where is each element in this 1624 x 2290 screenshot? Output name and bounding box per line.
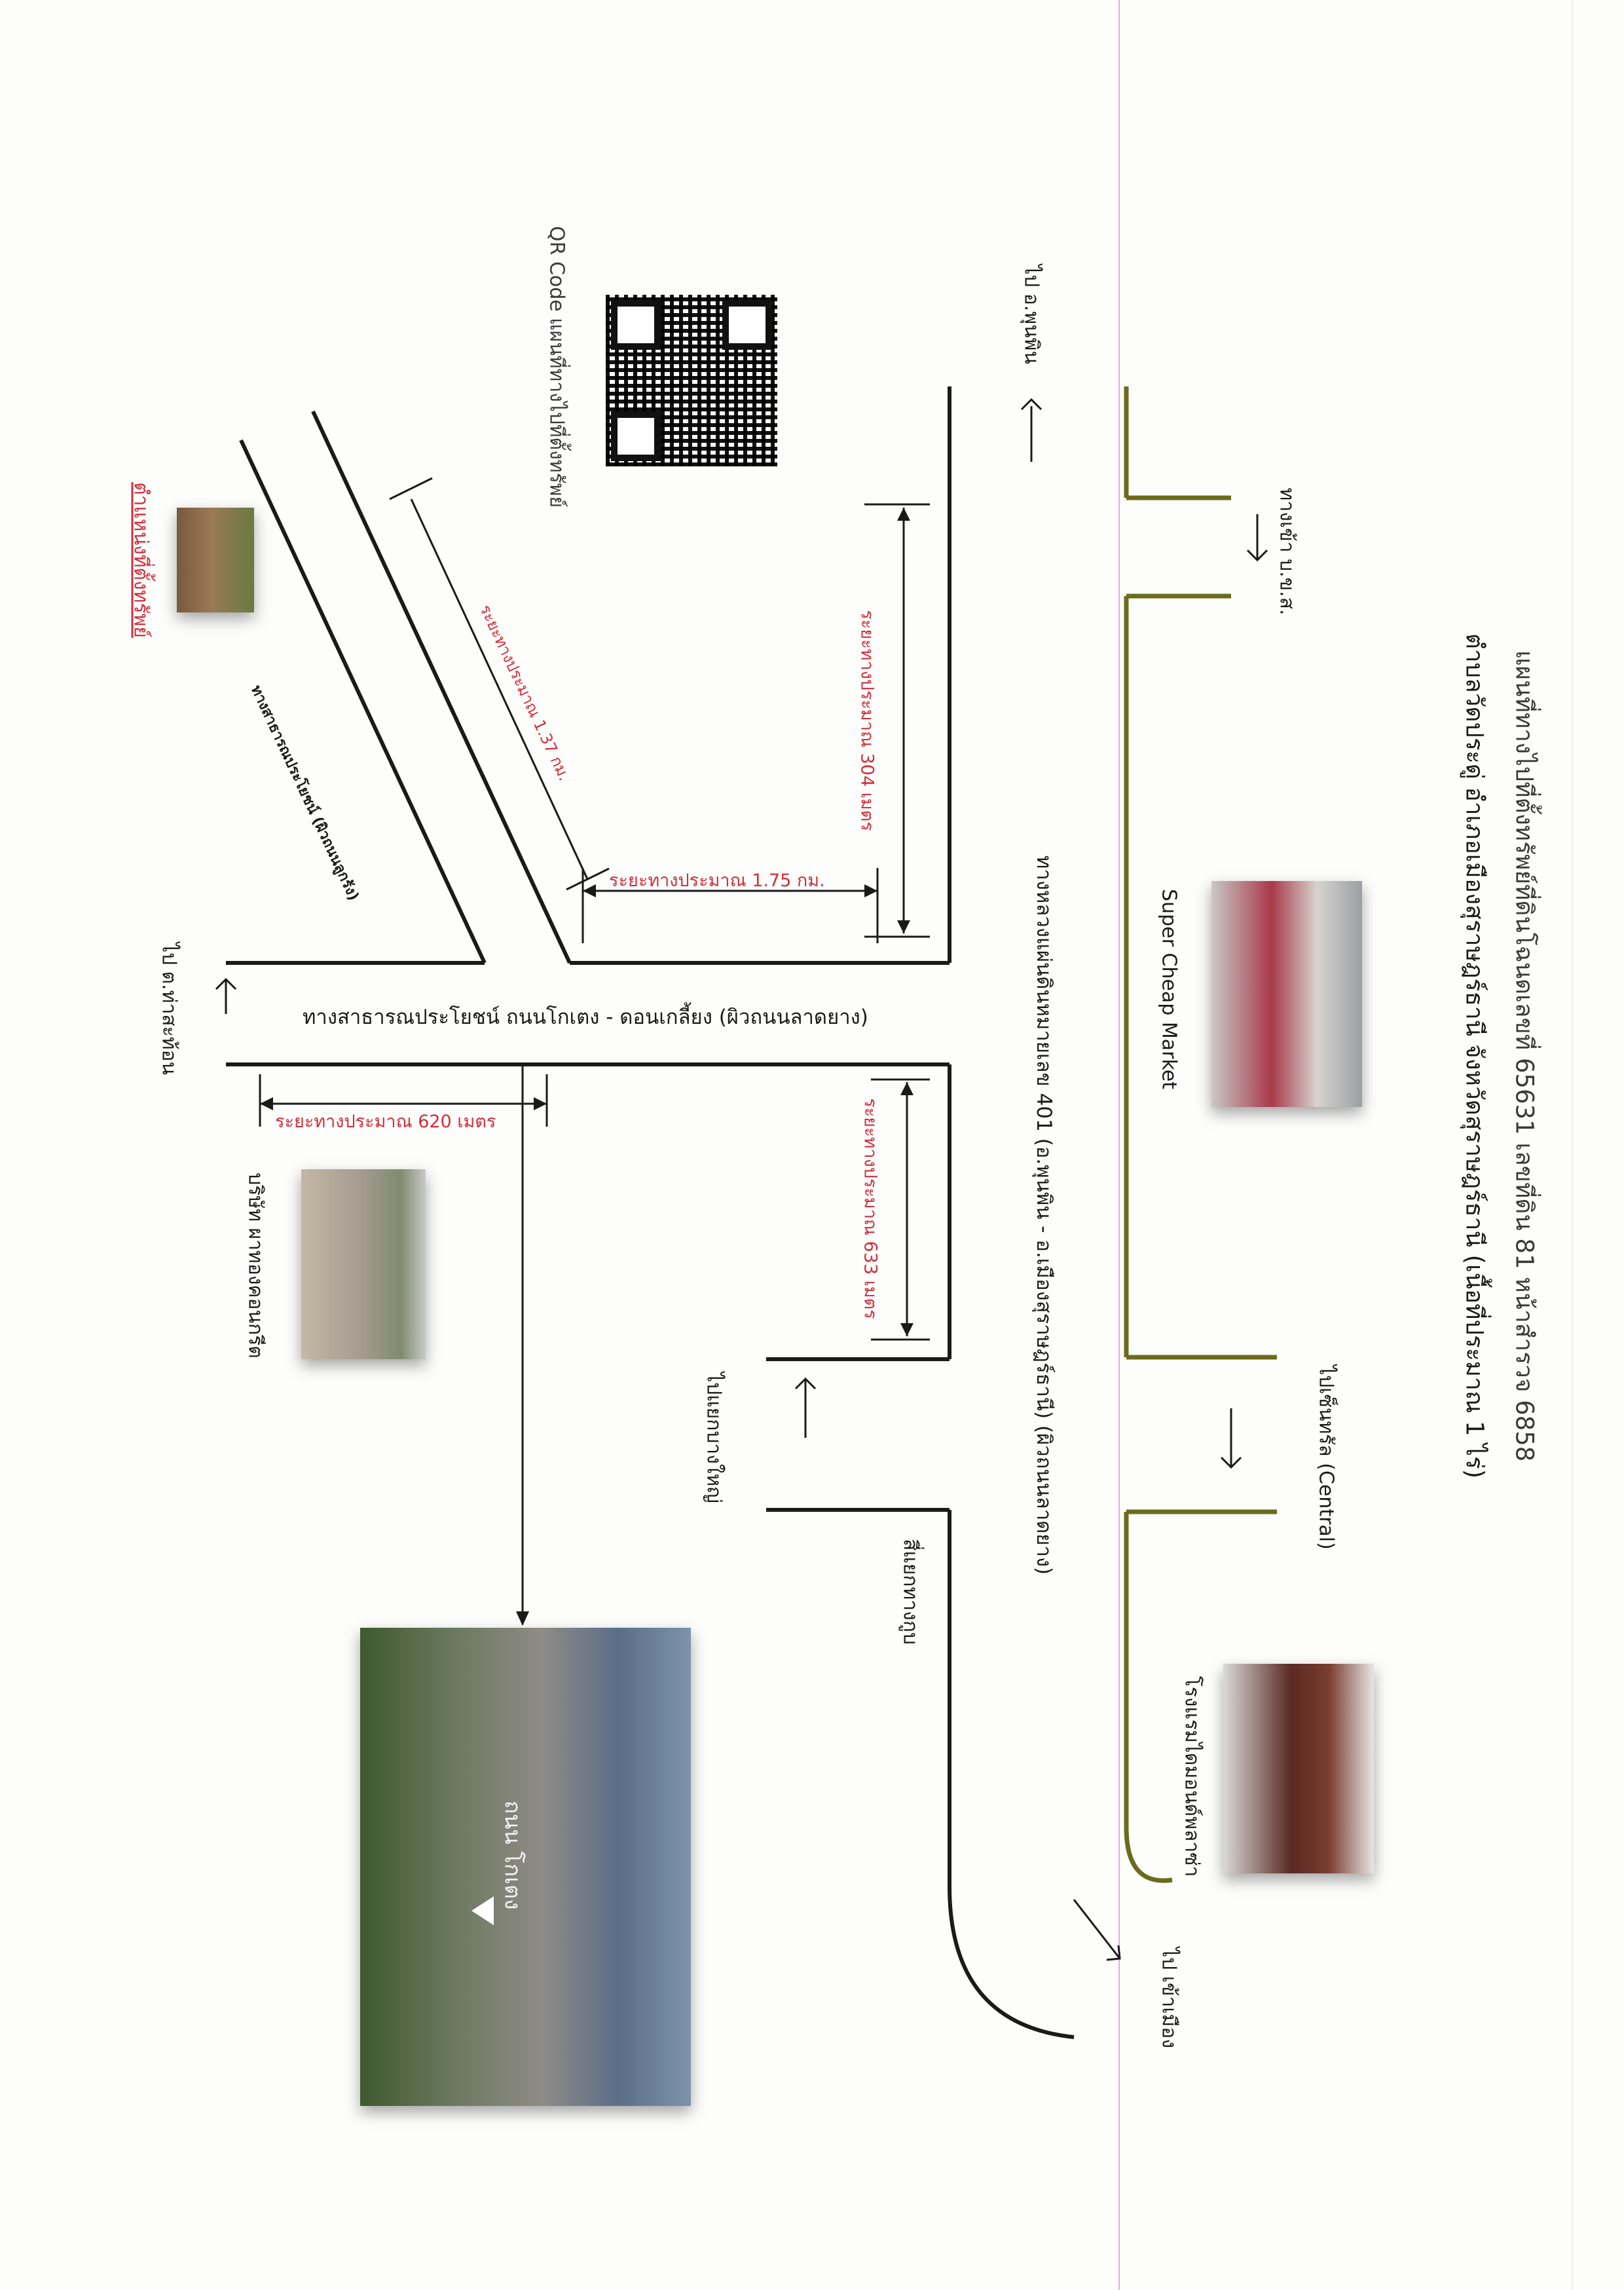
label-entrance: ทางเข้า บ.ข.ส. [1275,487,1299,616]
distance-304: ระยะทางประมาณ 304 เมตร [857,610,877,831]
label-diamond-hotel: โรงแรมไดมอนด์พลาซ่า [1180,1676,1204,1877]
diamond-hotel-photo [1223,1664,1374,1873]
label-public-road-kotaeng: ทางสาธารณประโยชน์ ถนนโกเตง - ดอนเกลี้ยง … [303,1005,868,1029]
label-to-city: ไป เข้าเมือง [1157,1947,1181,2048]
label-company: บริษัท ผาทองคอนกรีต [244,1173,267,1359]
label-to-phunphin: ไป อ.พุนพิน [1020,265,1043,364]
margin-line-right [1572,0,1573,2290]
margin-line [1118,0,1120,2290]
distance-1-75: ระยะทางประมาณ 1.75 กม. [609,871,825,891]
label-bangyai: ไปแยกบางใหญ่ [702,1372,726,1503]
label-to-thachang: ไป ต.ท่าสะท้อน [157,942,181,1076]
street-photo: ถนน โกเตง [360,1628,691,2106]
location-arrow-icon [471,1896,494,1925]
label-highway-401: ทางหลวงแผ่นดินหมายเลข 401 (อ.พุนพิน - อ.… [1032,855,1056,1575]
label-kanchanavithi: สี่แยกทางกูบ [898,1539,922,1645]
qr-code [606,295,777,466]
company-photo [301,1169,426,1359]
super-cheap-photo [1211,881,1362,1107]
property-photo [177,508,254,612]
distance-620: ระยะทางประมาณ 620 เมตร [275,1112,496,1132]
roads [226,386,1075,2039]
street-sign: ถนน โกเตง [499,1800,526,1910]
distance-633: ระยะทางประมาณ 633 เมตร [860,1098,881,1319]
label-property-location: ตำแหน่งที่ตั้งทรัพย์ [129,482,153,638]
highway-right-edge [1124,386,1277,1883]
label-to-central: ไปเซ็นทรัล (Central) [1314,1365,1338,1550]
direction-arrows [215,398,1268,1961]
dimension-lines [259,477,930,1624]
page-title-line1: แผนที่ทางไปที่ตั้งทรัพย์ที่ดินโฉนดเลขที่… [1510,650,1539,1462]
label-super-cheap: Super Cheap Market [1157,889,1181,1089]
page-title-line2: ตำบลวัดประดู่ อำเภอเมืองสุราษฎร์ธานี จัง… [1460,633,1489,1479]
arrow-heads [260,508,913,1626]
label-qr-caption: QR Code แผนที่ทางไปที่ตั้งทรัพย์ [545,225,568,508]
